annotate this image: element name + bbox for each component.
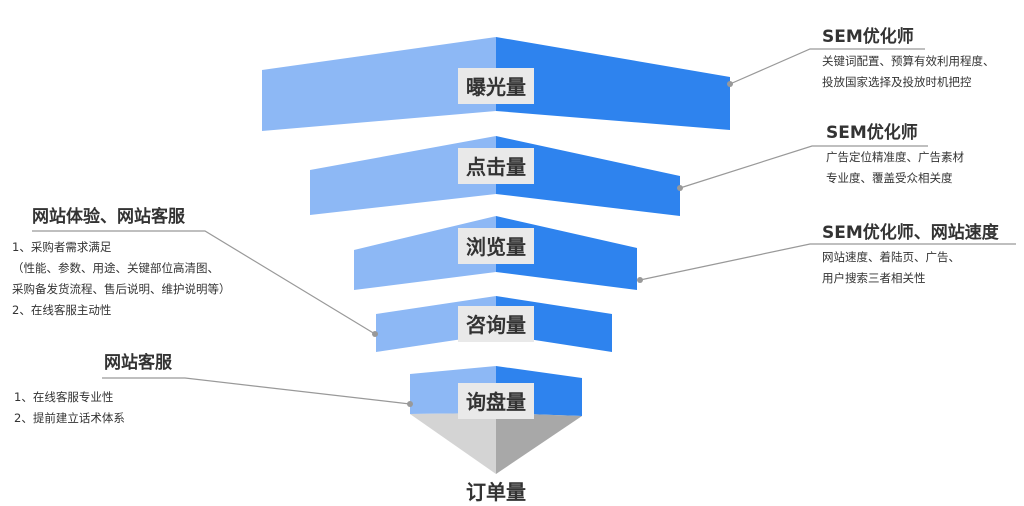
note-title: SEM优化师 (822, 27, 914, 47)
connector-consultations (32, 230, 376, 335)
note-line: 用户搜索三者相关性 (822, 271, 926, 285)
funnel-band-clicks-right (496, 136, 680, 216)
note-inquiries: 网站客服 1、在线客服专业性 2、提前建立话术体系 (14, 348, 172, 429)
note-line: 1、采购者需求满足 (12, 240, 112, 254)
stage-label-clicks: 点击量 (458, 148, 534, 184)
note-title: 网站体验、网站客服 (32, 207, 185, 227)
note-line: 广告定位精准度、广告素材 (826, 150, 964, 164)
note-views: SEM优化师、网站速度 网站速度、着陆页、广告、 用户搜索三者相关性 (822, 218, 999, 289)
note-line: 2、在线客服主动性 (12, 303, 112, 317)
note-title: SEM优化师、网站速度 (822, 223, 999, 243)
note-line: 2、提前建立话术体系 (14, 411, 125, 425)
stage-label-consultations: 咨询量 (458, 306, 534, 342)
note-line: 关键词配置、预算有效利用程度、 (822, 54, 995, 68)
connector-exposure-dot (727, 81, 733, 87)
note-consultations: 网站体验、网站客服 1、采购者需求满足 （性能、参数、用途、关键部位高清图、 采… (12, 202, 231, 321)
note-line: （性能、参数、用途、关键部位高清图、 (12, 261, 219, 275)
note-exposure: SEM优化师 关键词配置、预算有效利用程度、 投放国家选择及投放时机把控 (822, 22, 995, 93)
stage-label-views: 浏览量 (458, 228, 534, 264)
note-line: 投放国家选择及投放时机把控 (822, 75, 972, 89)
connector-inquiries (102, 377, 411, 405)
funnel-band-exposure-right (496, 37, 730, 130)
funnel-cone-right (496, 413, 582, 474)
connector-consultations-dot (372, 331, 378, 337)
funnel-cone-left (410, 413, 496, 474)
funnel-band-clicks-left (310, 136, 496, 215)
stage-label-inquiries: 询盘量 (458, 383, 534, 419)
note-line: 专业度、覆盖受众相关度 (826, 171, 953, 185)
connector-views (639, 243, 1016, 281)
note-clicks: SEM优化师 广告定位精准度、广告素材 专业度、覆盖受众相关度 (826, 118, 964, 189)
connector-exposure (729, 48, 925, 85)
note-line: 网站速度、着陆页、广告、 (822, 250, 960, 264)
funnel-band-exposure-left (262, 37, 496, 131)
connector-inquiries-dot (407, 401, 413, 407)
note-line: 采购备发货流程、售后说明、维护说明等） (12, 282, 231, 296)
stage-label-exposure: 曝光量 (458, 68, 534, 104)
connector-views-dot (637, 277, 643, 283)
connector-clicks-dot (677, 185, 683, 191)
note-title: SEM优化师 (826, 123, 918, 143)
stage-label-orders: 订单量 (466, 480, 526, 504)
connector-clicks (679, 145, 928, 189)
note-line: 1、在线客服专业性 (14, 390, 114, 404)
note-title: 网站客服 (104, 353, 172, 373)
